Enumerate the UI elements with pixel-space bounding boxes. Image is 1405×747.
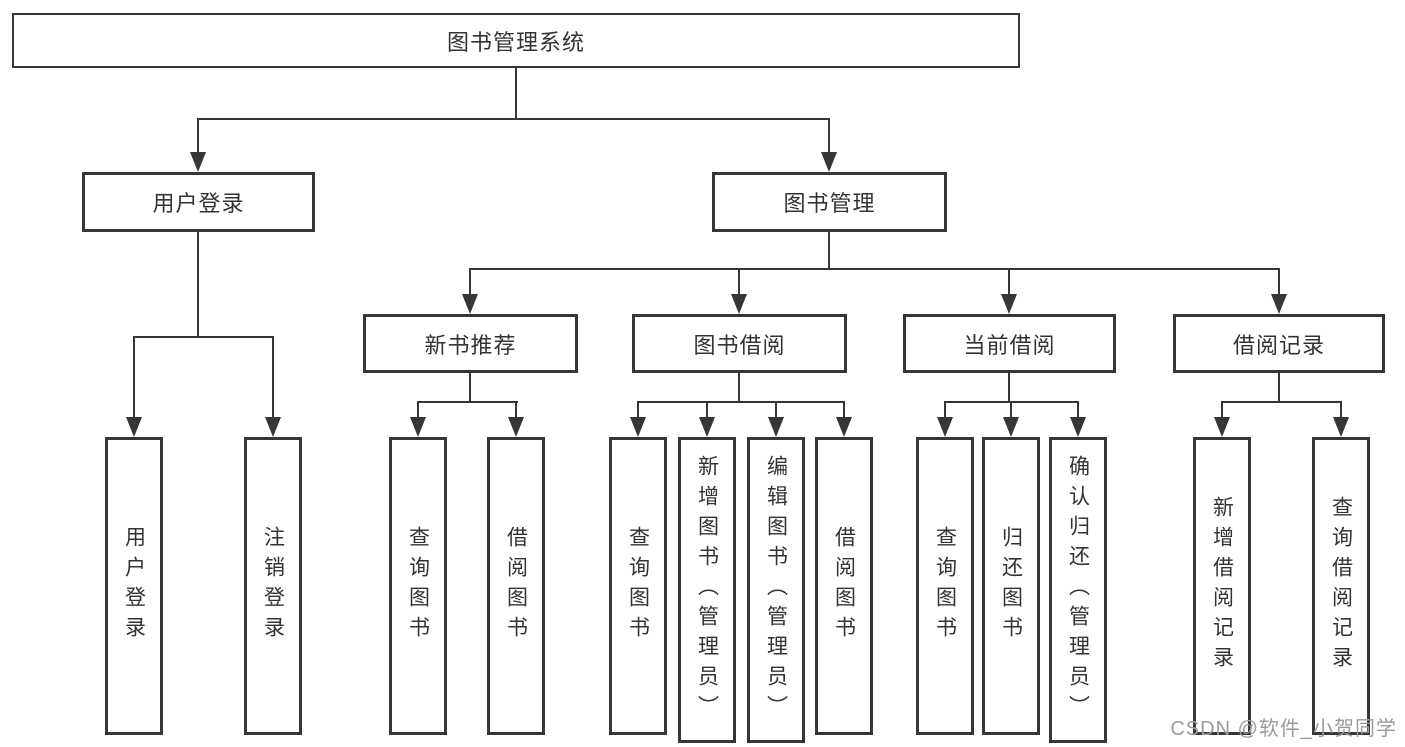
leaf-add-books-admin: 新增图书（管理员） bbox=[678, 437, 736, 743]
connector-book-mgmt-hline bbox=[469, 268, 1280, 270]
arrow-down-icon bbox=[410, 417, 426, 437]
leaf-query-books-current: 查询图书 bbox=[916, 437, 974, 735]
node-borrowing-records: 借阅记录 bbox=[1173, 314, 1385, 373]
node-library-system-label: 图书管理系统 bbox=[446, 29, 585, 55]
connector-records-hline bbox=[1221, 401, 1342, 403]
node-book-borrowing: 图书借阅 bbox=[632, 314, 847, 373]
arrow-down-icon bbox=[821, 152, 837, 172]
leaf-query-borrow-record-label: 查询借阅记录 bbox=[1329, 496, 1353, 676]
node-user-login-label: 用户登录 bbox=[152, 191, 245, 216]
connector-book-mgmt-stub bbox=[828, 118, 830, 152]
connector-user-login-stub bbox=[197, 118, 199, 152]
leaf-borrow-books-recommend: 借阅图书 bbox=[487, 437, 545, 735]
arrow-down-icon bbox=[937, 417, 953, 437]
node-book-borrowing-label: 图书借阅 bbox=[693, 332, 786, 358]
arrow-down-icon bbox=[1070, 417, 1086, 437]
arrow-down-icon bbox=[190, 152, 206, 172]
arrow-down-icon bbox=[265, 417, 281, 437]
arrow-down-icon bbox=[731, 294, 747, 314]
connector-records-vline bbox=[1278, 373, 1280, 403]
connector-l3-stub bbox=[1008, 268, 1010, 295]
node-borrowing-records-label: 借阅记录 bbox=[1232, 332, 1325, 358]
arrow-down-icon bbox=[836, 417, 852, 437]
leaf-edit-books-admin: 编辑图书（管理员） bbox=[747, 437, 805, 743]
leaf-logout-login: 注销登录 bbox=[244, 437, 302, 735]
leaf-query-books-borrowing: 查询图书 bbox=[609, 437, 667, 735]
connector-borrowing-vline bbox=[738, 373, 740, 403]
connector-leaf-stub bbox=[272, 336, 274, 417]
connector-leaf-stub bbox=[1010, 401, 1012, 418]
arrow-down-icon bbox=[768, 417, 784, 437]
node-new-book-recommend: 新书推荐 bbox=[363, 314, 578, 373]
connector-current-vline bbox=[1008, 373, 1010, 403]
connector-leaf-stub bbox=[843, 401, 845, 418]
connector-l3-stub bbox=[469, 268, 471, 295]
leaf-logout-login-label: 注销登录 bbox=[261, 526, 285, 646]
connector-leaf-stub bbox=[515, 401, 517, 418]
arrow-down-icon bbox=[1003, 417, 1019, 437]
node-library-system: 图书管理系统 bbox=[12, 13, 1020, 68]
leaf-query-borrow-record: 查询借阅记录 bbox=[1312, 437, 1370, 735]
node-new-book-recommend-label: 新书推荐 bbox=[424, 332, 517, 358]
node-current-borrowing-label: 当前借阅 bbox=[963, 332, 1056, 358]
leaf-query-books-recommend: 查询图书 bbox=[389, 437, 447, 735]
connector-borrowing-hline bbox=[637, 401, 845, 403]
arrow-down-icon bbox=[630, 417, 646, 437]
connector-leaf-stub bbox=[133, 336, 135, 417]
leaf-add-borrow-record: 新增借阅记录 bbox=[1193, 437, 1251, 735]
connector-book-mgmt-vline bbox=[828, 232, 830, 270]
connector-leaf-stub bbox=[706, 401, 708, 418]
connector-root-hline bbox=[197, 118, 830, 120]
leaf-borrow-books-borrowing: 借阅图书 bbox=[815, 437, 873, 735]
leaf-user-login-label: 用户登录 bbox=[122, 526, 146, 646]
leaf-borrow-books-recommend-label: 借阅图书 bbox=[504, 526, 528, 646]
leaf-query-books-current-label: 查询图书 bbox=[933, 526, 957, 646]
connector-leaf-stub bbox=[417, 401, 419, 418]
arrow-down-icon bbox=[462, 294, 478, 314]
arrow-down-icon bbox=[126, 417, 142, 437]
leaf-query-books-recommend-label: 查询图书 bbox=[406, 526, 430, 646]
leaf-confirm-return-admin: 确认归还（管理员） bbox=[1049, 437, 1107, 743]
watermark: CSDN @软件_小贺同学 bbox=[1170, 718, 1397, 740]
connector-recommend-hline bbox=[417, 401, 518, 403]
leaf-confirm-return-admin-label: 确认归还（管理员） bbox=[1066, 455, 1090, 725]
leaf-return-books: 归还图书 bbox=[982, 437, 1040, 735]
leaf-edit-books-admin-label: 编辑图书（管理员） bbox=[764, 455, 788, 725]
leaf-return-books-label: 归还图书 bbox=[999, 526, 1023, 646]
connector-user-login-vline bbox=[197, 232, 199, 337]
node-current-borrowing: 当前借阅 bbox=[903, 314, 1116, 373]
arrow-down-icon bbox=[1333, 417, 1349, 437]
node-book-management: 图书管理 bbox=[712, 172, 947, 232]
leaf-add-books-admin-label: 新增图书（管理员） bbox=[695, 455, 719, 725]
arrow-down-icon bbox=[1271, 294, 1287, 314]
connector-leaf-stub bbox=[1221, 401, 1223, 418]
connector-recommend-vline bbox=[469, 373, 471, 403]
node-user-login: 用户登录 bbox=[82, 172, 315, 232]
leaf-borrow-books-borrowing-label: 借阅图书 bbox=[832, 526, 856, 646]
node-book-management-label: 图书管理 bbox=[783, 191, 876, 216]
connector-leaf-stub bbox=[944, 401, 946, 418]
connector-l3-stub bbox=[738, 268, 740, 295]
leaf-user-login: 用户登录 bbox=[105, 437, 163, 735]
leaf-add-borrow-record-label: 新增借阅记录 bbox=[1210, 496, 1234, 676]
connector-user-login-hline bbox=[133, 336, 274, 338]
arrow-down-icon bbox=[508, 417, 524, 437]
connector-leaf-stub bbox=[1077, 401, 1079, 418]
connector-leaf-stub bbox=[637, 401, 639, 418]
leaf-query-books-borrowing-label: 查询图书 bbox=[626, 526, 650, 646]
connector-leaf-stub bbox=[775, 401, 777, 418]
arrow-down-icon bbox=[1001, 294, 1017, 314]
connector-l3-stub bbox=[1278, 268, 1280, 295]
connector-leaf-stub bbox=[1340, 401, 1342, 418]
connector-root-vline bbox=[515, 68, 517, 119]
arrow-down-icon bbox=[1214, 417, 1230, 437]
arrow-down-icon bbox=[699, 417, 715, 437]
